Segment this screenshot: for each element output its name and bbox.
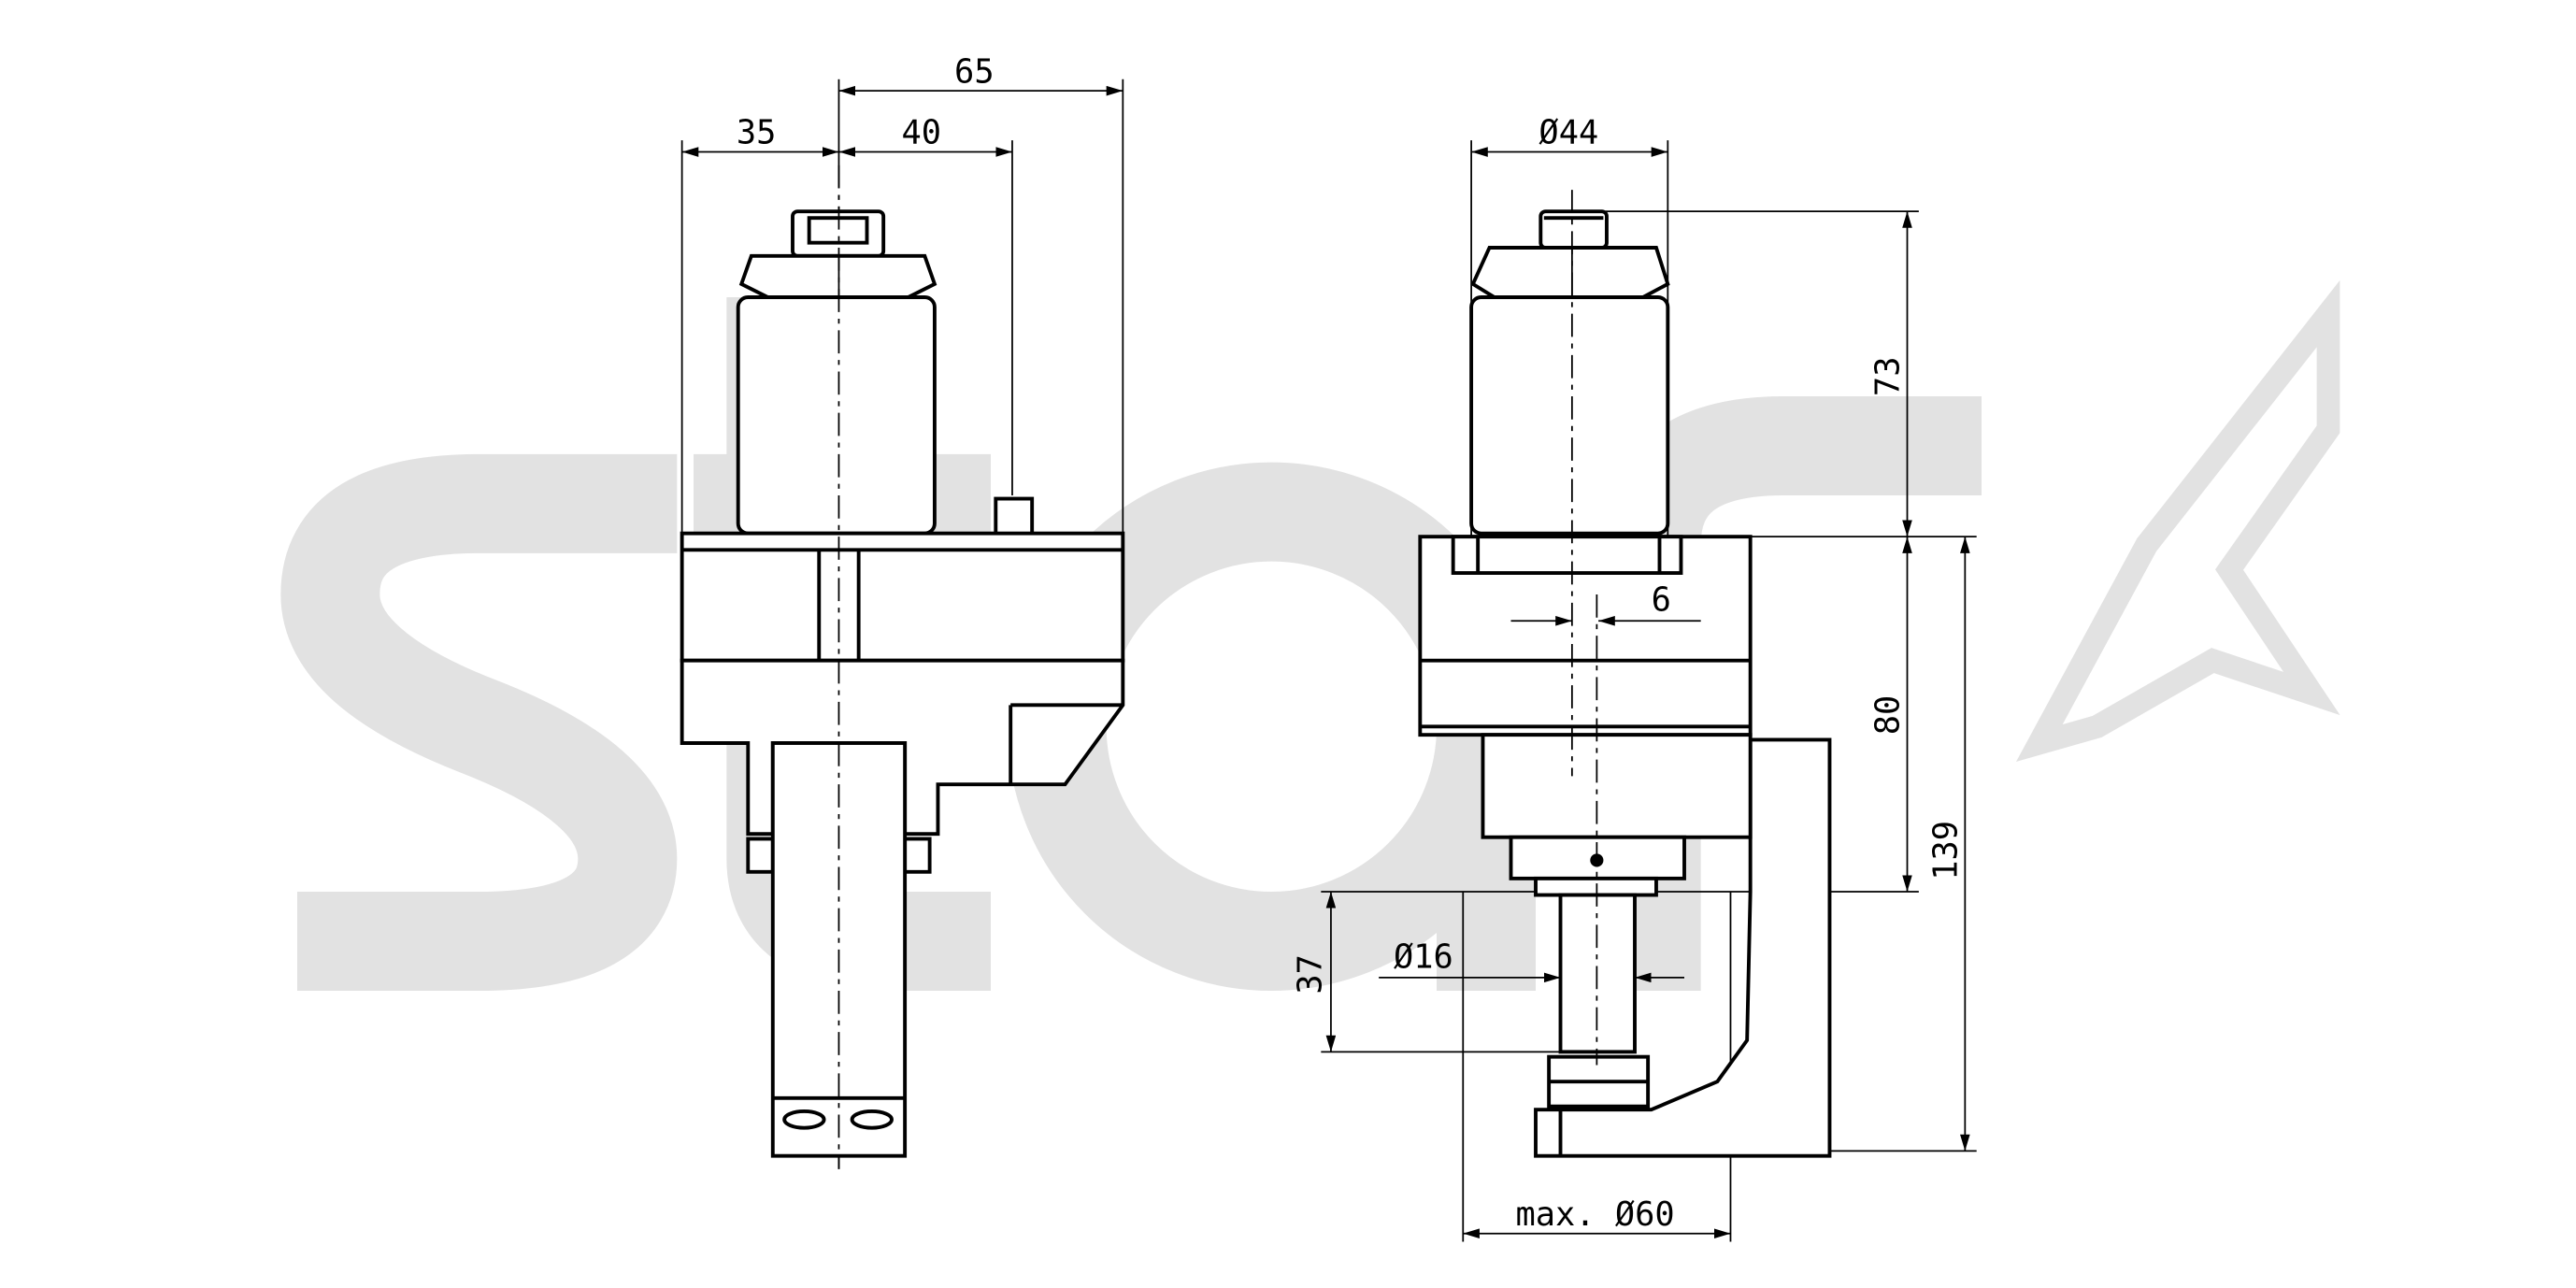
dim-offset: 6 xyxy=(1652,581,1671,620)
dim-top-height: 73 xyxy=(1869,357,1908,397)
dim-right-offset: 40 xyxy=(902,114,942,152)
front-view: Ø44 6 73 80 139 37 Ø16 xyxy=(1291,114,1977,1242)
dim-flange-height: 80 xyxy=(1869,695,1908,736)
dim-left-offset: 35 xyxy=(737,114,777,152)
dim-max-tool-diameter: max. Ø60 xyxy=(1516,1195,1675,1234)
star-logo-watermark xyxy=(280,279,2340,991)
dim-overall-width: 65 xyxy=(954,52,995,91)
dim-total-height: 139 xyxy=(1927,821,1966,880)
dim-body-diameter: Ø44 xyxy=(1538,114,1598,152)
dim-shank-diameter: Ø16 xyxy=(1394,937,1453,976)
dim-shank-length: 37 xyxy=(1291,954,1329,995)
side-view: 65 35 40 xyxy=(680,52,1125,1169)
